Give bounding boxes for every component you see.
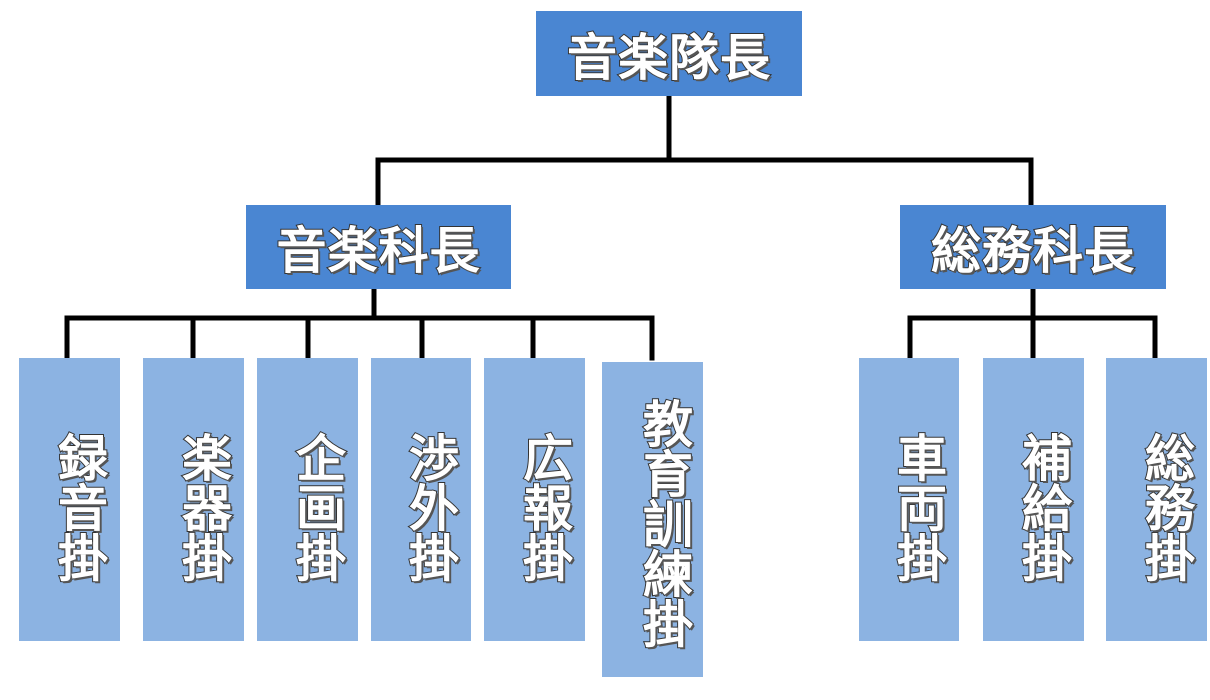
unit-label: 録音掛 xyxy=(49,431,109,583)
music-section-label: 音楽科長 xyxy=(276,221,481,281)
unit-label: 車両掛 xyxy=(888,431,948,583)
unit-label: 渉外掛 xyxy=(400,431,460,583)
unit-node-supply: 補給掛 xyxy=(983,358,1084,641)
unit-label: 楽器掛 xyxy=(173,431,233,583)
unit-node-planning: 企画掛 xyxy=(257,358,358,641)
unit-label: 補給掛 xyxy=(1013,431,1073,583)
unit-node-recording: 録音掛 xyxy=(19,358,120,641)
unit-label: 広報掛 xyxy=(514,431,574,583)
unit-node-instruments: 楽器掛 xyxy=(143,358,244,641)
unit-node-public-relations: 広報掛 xyxy=(484,358,585,641)
admin-section-label: 総務科長 xyxy=(930,221,1135,281)
root-node-label: 音楽隊長 xyxy=(566,28,771,88)
unit-label: 企画掛 xyxy=(287,431,347,583)
root-node: 音楽隊長 xyxy=(536,11,802,96)
music-section-node: 音楽科長 xyxy=(246,205,511,289)
unit-label: 教育訓練掛 xyxy=(634,397,694,649)
unit-node-education-training: 教育訓練掛 xyxy=(602,362,703,677)
unit-label: 総務掛 xyxy=(1136,431,1196,583)
unit-node-general-affairs: 総務掛 xyxy=(1106,358,1207,641)
admin-section-node: 総務科長 xyxy=(900,205,1166,289)
unit-node-liaison: 渉外掛 xyxy=(371,358,471,641)
unit-node-vehicles: 車両掛 xyxy=(859,358,959,641)
